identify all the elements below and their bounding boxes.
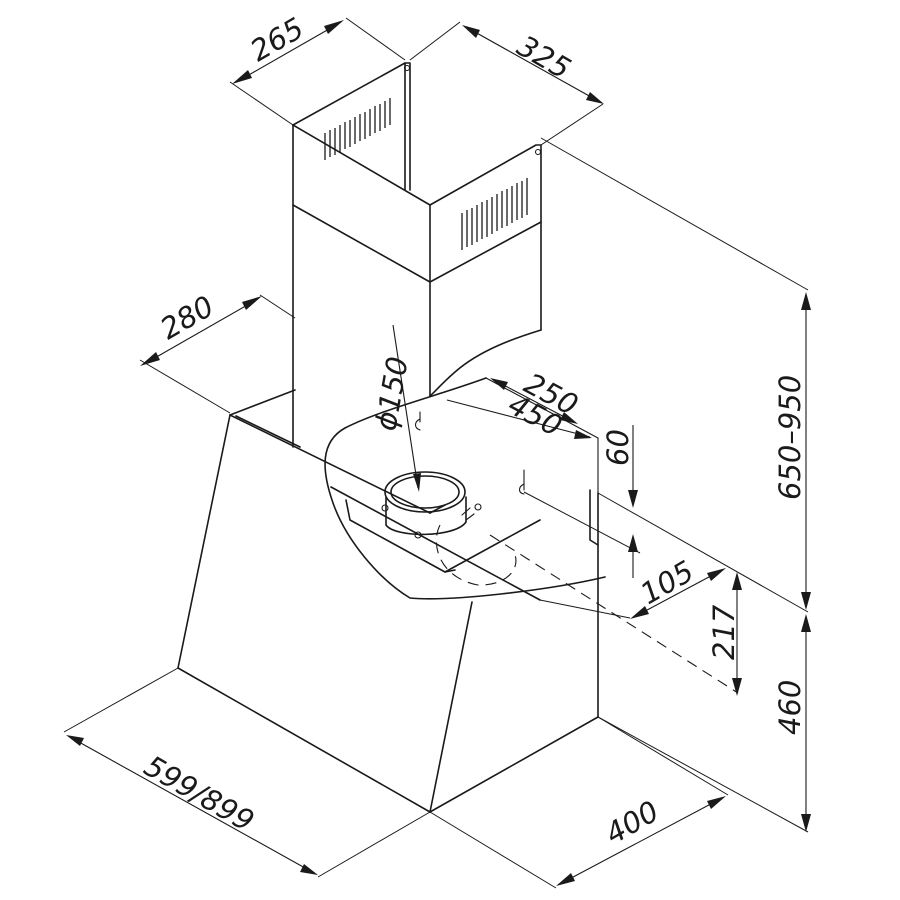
glass-panel xyxy=(324,377,606,601)
dim-599-899: 599/899 xyxy=(63,667,431,878)
vent-slots-right xyxy=(461,178,528,250)
hidden-outlet-lines xyxy=(435,524,739,694)
dim-label-599-899: 599/899 xyxy=(139,749,260,839)
wall-reference-lines xyxy=(540,137,809,833)
dim-325: 325 xyxy=(409,21,604,146)
dim-650-950: 650–950 xyxy=(773,292,811,610)
dim-phi150: ϕ150 xyxy=(368,324,421,492)
dim-label-460: 460 xyxy=(773,680,807,735)
dim-label-60: 60 xyxy=(601,429,635,466)
dim-460: 460 xyxy=(773,614,811,832)
outlet-collar xyxy=(381,471,482,539)
dim-label-280: 280 xyxy=(155,289,220,346)
chimney-duct xyxy=(292,62,542,448)
canopy-body xyxy=(177,389,599,813)
dim-60: 60 xyxy=(523,425,641,578)
dim-label-650-950: 650–950 xyxy=(773,375,807,500)
dim-400: 400 xyxy=(429,716,729,889)
dim-label-325: 325 xyxy=(512,29,577,86)
dim-217: 217 xyxy=(707,572,742,696)
dim-label-217: 217 xyxy=(707,604,741,660)
dim-265: 265 xyxy=(229,11,406,126)
dim-label-265: 265 xyxy=(245,11,310,68)
dim-label-400: 400 xyxy=(600,794,665,851)
dim-250-450: 250 450 xyxy=(446,366,592,443)
vent-slots-left xyxy=(324,98,391,160)
dim-label-105: 105 xyxy=(635,554,700,611)
dim-280: 280 xyxy=(139,289,296,414)
